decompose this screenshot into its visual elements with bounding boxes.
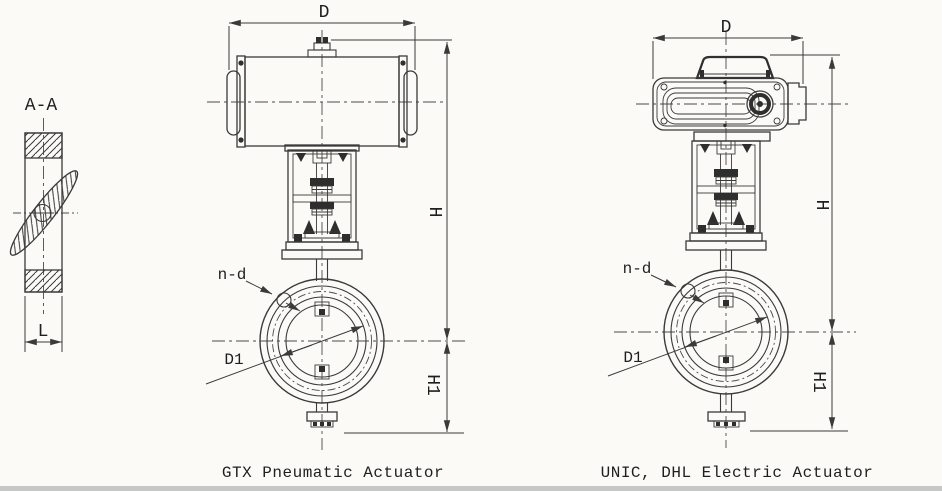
dim-l-label: L — [38, 322, 49, 342]
pneumatic-caption: GTX Pneumatic Actuator — [222, 464, 444, 482]
body-hatch-bottom — [24, 269, 63, 293]
electric-caption: UNIC, DHL Electric Actuator — [601, 464, 874, 482]
dim-nd-leader — [650, 274, 677, 288]
flange-outer-circle — [259, 278, 385, 404]
flange-outer-circle — [663, 269, 789, 395]
pneumatic-valve-view: D H H1 n-d D1 GTX Pneumatic Actuator — [205, 3, 466, 482]
bolt-hole — [276, 292, 292, 308]
electric-mounting-plate — [693, 131, 771, 142]
dim-h1-label: H1 — [422, 374, 442, 396]
bore-circle — [689, 295, 763, 369]
air-port — [313, 42, 331, 51]
bottom-shaft-cap — [306, 403, 338, 428]
terminal-box — [787, 82, 807, 125]
dim-nd-leader — [245, 280, 273, 295]
dim-h-label: H — [424, 207, 444, 218]
dim-d1-label: D1 — [623, 349, 642, 367]
dim-d1-label: D1 — [224, 351, 243, 369]
flange-inner-circle — [681, 287, 771, 377]
bolt-hole — [680, 283, 696, 299]
flange-raised-face — [670, 276, 782, 388]
dim-h1-label: H1 — [808, 371, 828, 393]
electric-actuator-body — [652, 55, 807, 131]
actuator-dome — [695, 55, 775, 80]
bore-circle — [285, 304, 359, 378]
shaft-boss-top — [718, 292, 734, 308]
scan-edge-strip — [0, 486, 942, 491]
actuator-end-cap-left — [226, 70, 241, 136]
dim-d-label: D — [319, 3, 330, 23]
mounting-plate — [284, 144, 360, 152]
electric-valve-view: D H H1 n-d D1 UNIC, DHL Electric Actuato… — [601, 18, 874, 482]
shaft-boss-bottom — [718, 355, 734, 371]
pneumatic-actuator-body — [226, 37, 418, 148]
electric-bottom-shaft-cap — [707, 394, 746, 428]
section-view-title: A-A — [25, 96, 58, 116]
shaft-boss-bottom — [314, 364, 330, 380]
bolt-circle — [272, 291, 372, 391]
dim-nd-label: n-d — [218, 266, 247, 284]
dim-nd-label: n-d — [623, 260, 652, 278]
actuator-end-cap-right — [403, 70, 418, 136]
bolt-circle — [676, 282, 776, 382]
shaft-boss-top — [314, 301, 330, 317]
yoke-assembly — [281, 149, 363, 260]
section-view-aa: A-A L — [9, 96, 79, 352]
body-hatch-top — [24, 132, 63, 159]
valve-flange — [259, 278, 385, 404]
handwheel-knob — [746, 90, 774, 118]
dim-d-label: D — [721, 18, 732, 38]
electric-valve-flange — [663, 269, 789, 395]
dim-h-label: H — [811, 200, 831, 211]
flange-raised-face — [266, 285, 378, 397]
flange-inner-circle — [277, 296, 367, 386]
